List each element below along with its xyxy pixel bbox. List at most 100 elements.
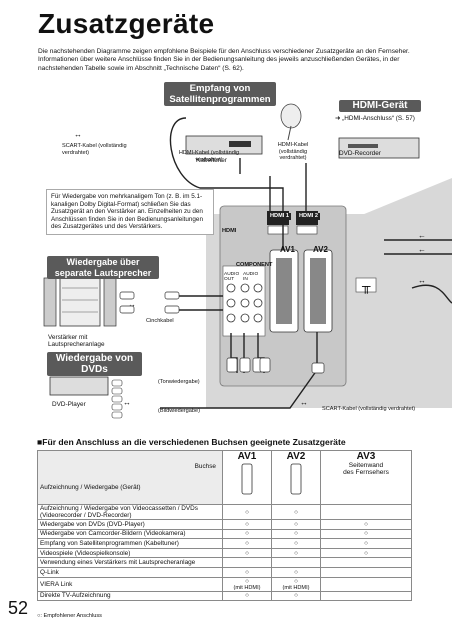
av1-port-label: AV1	[280, 245, 295, 254]
row-cell-av2: ○	[271, 590, 321, 602]
recommended-mark: ○	[245, 508, 249, 516]
dvd-player-device	[49, 376, 109, 396]
header-cell-av1: AV1	[222, 450, 272, 505]
recommended-mark: ○	[294, 568, 298, 576]
row-cell-av1	[222, 557, 272, 568]
row-cell-av2: ○	[271, 566, 321, 578]
audio-in-label: AUDIO IN	[243, 272, 259, 282]
av1-scart-icon	[241, 463, 253, 495]
tone-cable-label: (Tonwiedergabe)	[158, 379, 200, 385]
header-cell-av2: AV2	[271, 450, 321, 505]
svg-text:╥: ╥	[361, 279, 371, 294]
dvd-recorder-device	[338, 137, 420, 159]
hdmi-logo: HDMI	[222, 228, 237, 234]
row-cell-av2	[271, 557, 321, 568]
hdmi-cable-2-label: HDMI-Kabel (vollständig verdrahtet)	[277, 142, 309, 162]
recommended-mark: ○	[245, 539, 249, 547]
row-cell-av1: ○	[222, 528, 272, 540]
cinch-label: Cinchkabel	[146, 318, 174, 324]
row-cell-av1: ○	[222, 590, 272, 602]
right-speaker	[103, 277, 117, 327]
recommended-mark: ○	[294, 520, 298, 528]
connection-diagram: ╥ ↔ ← ← ↔ ↔ ↔ ↔	[43, 103, 452, 419]
row-label: Videospiele (Videospielkonsole)	[37, 547, 223, 559]
recommended-mark: ○	[364, 530, 368, 538]
row-cell-av3	[320, 576, 412, 592]
row-cell-av1: ○	[222, 504, 272, 520]
dvd-recorder-label: DVD-Recorder	[339, 150, 381, 157]
recommended-mark: ○	[245, 592, 249, 600]
row-cell-av2: ○	[271, 538, 321, 549]
hdmi-reference: ➜ „HDMI-Anschluss“ (S. 57)	[335, 115, 415, 122]
recommended-mark: ○	[294, 508, 298, 516]
row-label: Wiedergabe von DVDs (DVD-Player)	[37, 519, 223, 530]
recommended-mark: ○	[294, 577, 298, 585]
left-speaker	[43, 277, 57, 327]
recommended-mark: ○	[294, 530, 298, 538]
recommended-mark: ○	[245, 520, 249, 528]
svg-text:↔: ↔	[74, 130, 82, 139]
recommended-mark: ○	[245, 568, 249, 576]
scart-cable-top-label: SCART-Kabel (vollständig verdrahtet)	[62, 143, 127, 156]
recommended-mark: ○	[294, 549, 298, 557]
row-cell-av2: ○(mit HDMI)	[271, 576, 321, 592]
row-cell-av1: ○	[222, 566, 272, 578]
hdmi1-label: HDMI 1	[268, 213, 291, 220]
cell-note: (mit HDMI)	[282, 584, 310, 591]
dvd-player-label: DVD-Player	[52, 401, 86, 408]
row-label: Direkte TV-Aufzeichnung	[37, 590, 223, 602]
table-row: Videospiele (Videospielkonsole) ○ ○ ○	[37, 547, 412, 559]
recommended-mark: ○	[364, 520, 368, 528]
header-cell-device: Buchse Aufzeichnung / Wiedergabe (Gerät)	[37, 450, 223, 505]
svg-text:↔: ↔	[123, 398, 131, 407]
intro-text: Die nachstehenden Diagramme zeigen empfo…	[38, 48, 410, 72]
table-header-row: Buchse Aufzeichnung / Wiedergabe (Gerät)…	[37, 450, 412, 505]
row-cell-av3	[320, 590, 412, 602]
row-cell-av3: ○	[320, 547, 412, 559]
cell-note: (mit HDMI)	[233, 584, 261, 591]
scart-cable-bottom-label: SCART-Kabel (vollständig verdrahtet)	[322, 406, 416, 412]
recommended-mark: ○	[294, 539, 298, 547]
svg-text:↔: ↔	[300, 398, 308, 407]
row-label: Wiedergabe von Camcorder-Bildern (Videok…	[37, 528, 223, 540]
av2-scart-icon	[290, 463, 302, 495]
row-cell-av2: ○	[271, 504, 321, 520]
page-number: 52	[8, 598, 29, 618]
recommended-mark: ○	[245, 549, 249, 557]
table-row: Aufzeichnung / Wiedergabe von Videocasse…	[37, 504, 412, 520]
row-cell-av3	[320, 504, 412, 520]
row-cell-av2: ○	[271, 528, 321, 540]
table-row: Direkte TV-Aufzeichnung ○ ○	[37, 590, 412, 602]
row-cell-av3	[320, 566, 412, 578]
svg-text:↔: ↔	[418, 276, 426, 285]
row-cell-av3: ○	[320, 538, 412, 549]
recommended-mark: ○	[364, 549, 368, 557]
table-heading: ■Für den Anschluss an die verschiedenen …	[37, 437, 346, 447]
component-block	[222, 265, 266, 337]
component-label: COMPONENT	[236, 262, 273, 268]
connection-table: Buchse Aufzeichnung / Wiedergabe (Gerät)…	[37, 450, 412, 602]
row-label: Q-Link	[37, 566, 223, 578]
hdmi-cable-1-label: HDMI-Kabel (vollständig verdrahtet)	[178, 150, 240, 163]
row-label: Empfang von Satellitenprogrammen (Kabelt…	[37, 538, 223, 549]
svg-text:↔: ↔	[128, 300, 136, 309]
kabeltuner-label: Kabeltuner	[196, 157, 227, 164]
row-label: VIERA Link	[37, 576, 223, 592]
table-row: Wiedergabe von DVDs (DVD-Player) ○ ○ ○	[37, 519, 412, 530]
row-cell-av1: ○	[222, 519, 272, 530]
table-row: VIERA Link○(mit HDMI)○(mit HDMI)	[37, 576, 412, 592]
row-cell-av1: ○	[222, 538, 272, 549]
table-row: Wiedergabe von Camcorder-Bildern (Videok…	[37, 528, 412, 540]
row-cell-av2: ○	[271, 519, 321, 530]
multichannel-note: Für Wiedergabe von mehrkanaligem Ton (z.…	[46, 189, 214, 235]
kabeltuner-device	[185, 135, 263, 155]
satellite-dish-icon	[280, 103, 302, 129]
svg-text:←: ←	[418, 245, 426, 254]
table-row: Empfang von Satellitenprogrammen (Kabelt…	[37, 538, 412, 549]
recommended-mark: ○	[245, 577, 249, 585]
recommended-mark: ○	[294, 592, 298, 600]
row-label: Aufzeichnung / Wiedergabe von Videocasse…	[37, 504, 223, 520]
